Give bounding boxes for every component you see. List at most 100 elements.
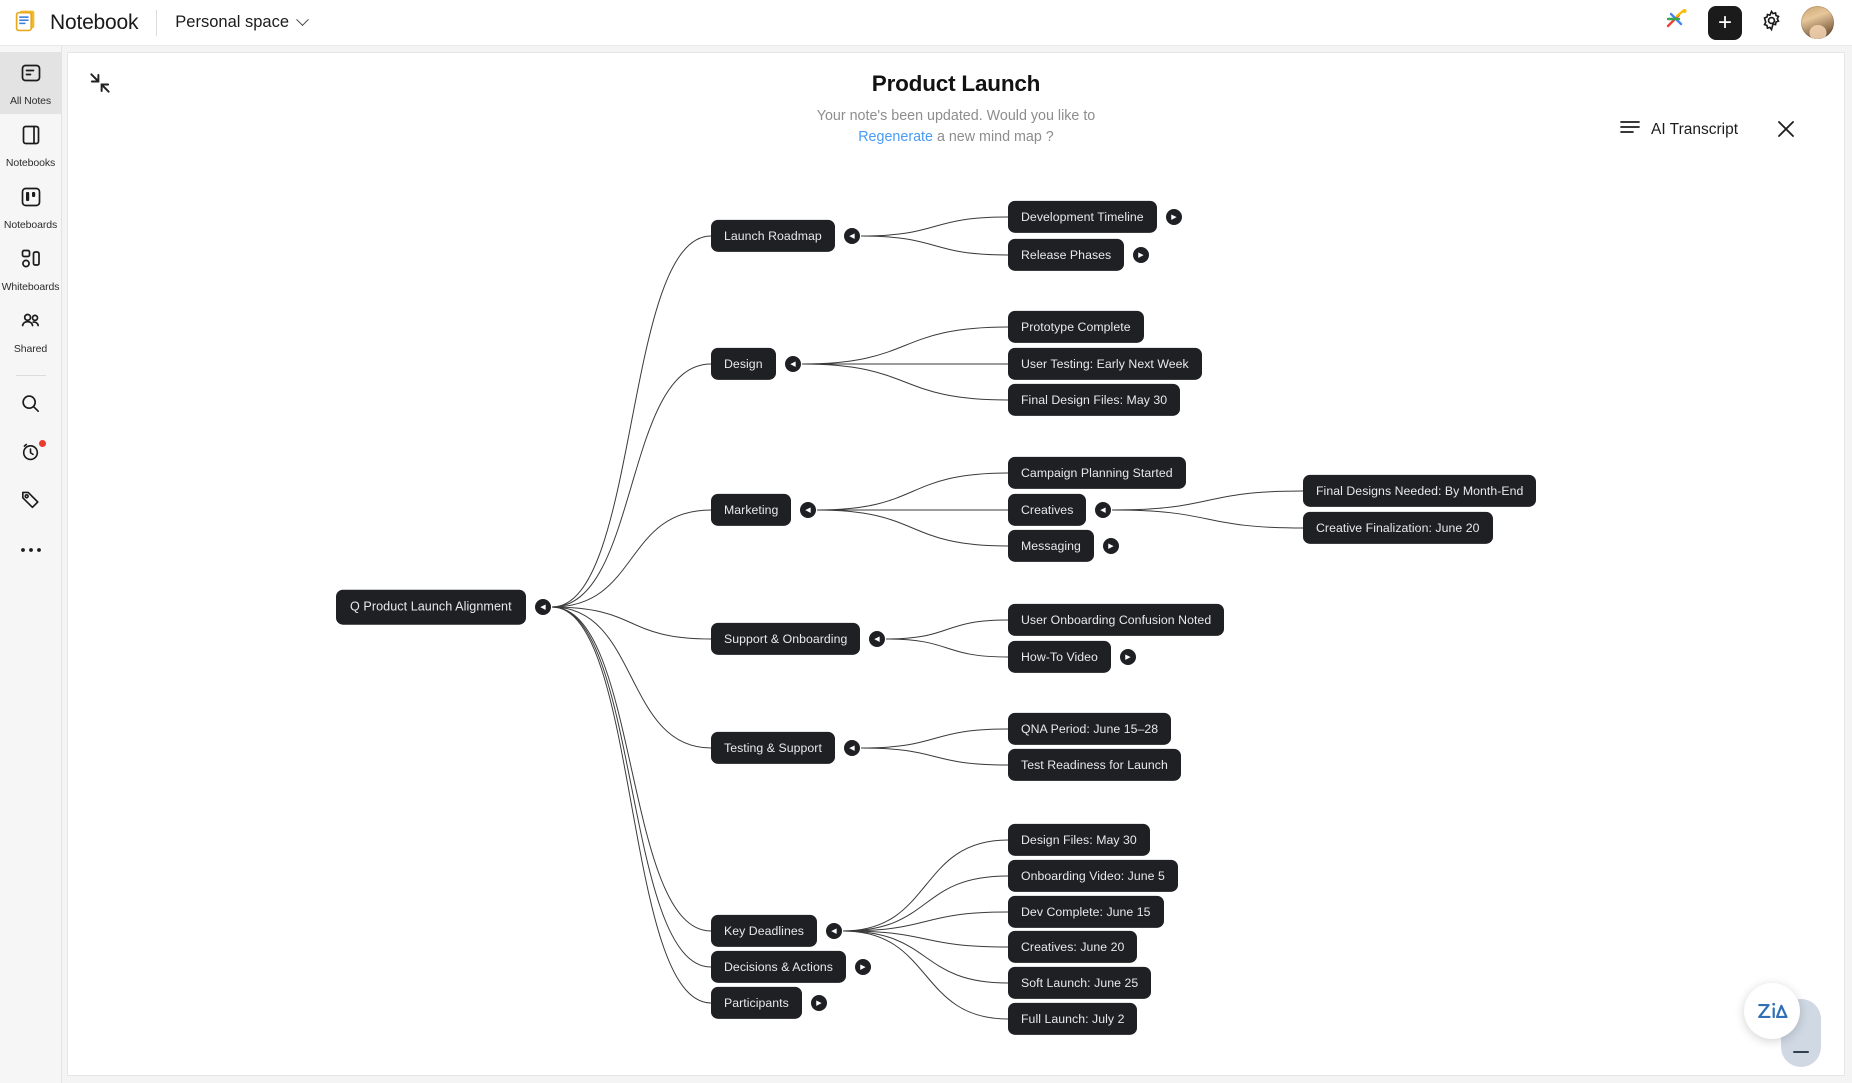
mindmap-node-design-files-may30[interactable]: Design Files: May 30 xyxy=(1008,823,1150,857)
mindmap-toggle-launch-roadmap[interactable]: ◀ xyxy=(844,228,860,244)
reminder-clock-icon xyxy=(19,440,42,468)
mindmap-toggle-key-deadlines[interactable]: ◀ xyxy=(826,923,842,939)
mindmap-node-testing-support[interactable]: Testing & Support xyxy=(711,731,835,765)
regenerate-link[interactable]: Regenerate xyxy=(858,128,933,145)
mindmap-node-prototype-complete[interactable]: Prototype Complete xyxy=(1008,310,1144,344)
mindmap-node-root[interactable]: Q Product Launch Alignment xyxy=(336,589,526,625)
brand[interactable]: Notebook xyxy=(0,8,138,38)
mindmap-node-label: Decisions & Actions xyxy=(724,959,833,974)
mindmap-edge xyxy=(551,606,712,968)
notification-badge xyxy=(38,440,46,447)
sidebar-item-all-notes[interactable]: All Notes xyxy=(0,52,62,114)
mindmap-toggle-development-timeline[interactable]: ▶ xyxy=(1166,209,1182,225)
transcript-lines-icon xyxy=(1620,119,1640,140)
notebook-logo-icon xyxy=(14,8,39,38)
sidebar-item-noteboards[interactable]: Noteboards xyxy=(0,176,62,238)
mindmap-edge xyxy=(842,930,1009,984)
mindmap-edge xyxy=(842,911,1009,932)
mindmap-node-release-phases[interactable]: Release Phases xyxy=(1008,238,1125,272)
mindmap-node-label: Campaign Planning Started xyxy=(1021,465,1173,480)
mindmap-node-label: Participants xyxy=(724,995,789,1010)
mindmap-node-creative-finalization[interactable]: Creative Finalization: June 20 xyxy=(1303,511,1493,545)
mindmap-node-participants[interactable]: Participants xyxy=(711,986,802,1020)
more-dots-icon xyxy=(19,541,43,559)
mindmap-node-label: User Onboarding Confusion Noted xyxy=(1021,612,1212,627)
mindmap-toggle-participants[interactable]: ▶ xyxy=(811,995,827,1011)
collapse-arrows-icon[interactable] xyxy=(87,70,113,96)
sidebar-item-whiteboards[interactable]: Whiteboards xyxy=(0,238,62,300)
mindmap-toggle-how-to-video[interactable]: ▶ xyxy=(1120,649,1136,665)
mindmap-edge xyxy=(885,619,1009,640)
mindmap-toggle-release-phases[interactable]: ▶ xyxy=(1133,247,1149,263)
mindmap-node-support-onboarding[interactable]: Support & Onboarding xyxy=(711,622,861,656)
gear-icon[interactable] xyxy=(1760,9,1783,37)
sidebar-item-shared[interactable]: Shared xyxy=(0,300,62,362)
mindmap-edge xyxy=(551,606,712,932)
mindmap-node-label: Q Product Launch Alignment xyxy=(350,599,512,614)
mindmap-node-soft-launch[interactable]: Soft Launch: June 25 xyxy=(1008,966,1152,1000)
close-icon[interactable] xyxy=(1774,117,1798,141)
mindmap-toggle-marketing[interactable]: ◀ xyxy=(800,502,816,518)
sidebar-item-notebooks[interactable]: Notebooks xyxy=(0,114,62,176)
mindmap-toggle-support-onboarding[interactable]: ◀ xyxy=(869,631,885,647)
mindmap-canvas[interactable]: Product Launch Your note's been updated.… xyxy=(67,52,1845,1076)
sidebar-reminders-button[interactable] xyxy=(0,430,62,478)
mindmap-toggle-design[interactable]: ◀ xyxy=(785,356,801,372)
mindmap-node-label: Marketing xyxy=(724,502,779,517)
mindmap-edge xyxy=(551,235,712,608)
sidebar-more-button[interactable] xyxy=(0,526,62,574)
mindmap-toggle-messaging[interactable]: ▶ xyxy=(1103,538,1119,554)
mindmap-toggle-root[interactable]: ◀ xyxy=(535,599,551,615)
mindmap-node-onboarding-video[interactable]: Onboarding Video: June 5 xyxy=(1008,859,1178,893)
avatar[interactable] xyxy=(1801,6,1834,39)
tag-icon xyxy=(19,488,42,516)
mindmap-node-development-timeline[interactable]: Development Timeline xyxy=(1008,200,1157,234)
mindmap-node-user-testing[interactable]: User Testing: Early Next Week xyxy=(1008,347,1202,381)
mindmap-node-label: Release Phases xyxy=(1021,247,1112,262)
mindmap-node-final-designs-needed[interactable]: Final Designs Needed: By Month-End xyxy=(1303,474,1537,508)
mindmap-node-marketing[interactable]: Marketing xyxy=(711,493,792,527)
mindmap-toggle-decisions-actions[interactable]: ▶ xyxy=(855,959,871,975)
mindmap-node-label: Onboarding Video: June 5 xyxy=(1021,868,1165,883)
mindmap-node-label: Design xyxy=(724,356,763,371)
mindmap-toggle-creatives[interactable]: ◀ xyxy=(1095,502,1111,518)
divider xyxy=(156,9,158,36)
sidebar-divider xyxy=(15,375,46,376)
mindmap-toggle-testing-support[interactable]: ◀ xyxy=(844,740,860,756)
top-bar: Notebook Personal space + xyxy=(0,0,1852,46)
ai-sparkle-icon[interactable] xyxy=(1664,7,1690,38)
ai-transcript-button[interactable]: AI Transcript xyxy=(1620,119,1738,140)
mindmap-node-messaging[interactable]: Messaging xyxy=(1008,529,1094,563)
add-button[interactable]: + xyxy=(1708,5,1742,40)
mindmap-node-test-readiness[interactable]: Test Readiness for Launch xyxy=(1008,748,1181,782)
shared-users-icon xyxy=(19,309,43,338)
mindmap-node-dev-complete[interactable]: Dev Complete: June 15 xyxy=(1008,895,1164,929)
sidebar: All Notes Notebooks Noteboards xyxy=(0,46,62,1083)
mindmap-node-campaign-planning[interactable]: Campaign Planning Started xyxy=(1008,456,1186,490)
mindmap-edge xyxy=(551,606,712,1004)
sidebar-search-button[interactable] xyxy=(0,382,62,430)
mindmap-node-creatives[interactable]: Creatives xyxy=(1008,493,1087,527)
sidebar-item-label: Whiteboards xyxy=(1,281,60,293)
sidebar-tags-button[interactable] xyxy=(0,478,62,526)
mindmap-edge xyxy=(551,606,712,640)
sidebar-item-label: Notebooks xyxy=(5,157,56,169)
mindmap-node-final-design-files[interactable]: Final Design Files: May 30 xyxy=(1008,383,1181,417)
zia-assistant-button[interactable] xyxy=(1744,983,1800,1039)
mindmap-node-design[interactable]: Design xyxy=(711,347,776,381)
mindmap-edge xyxy=(551,363,712,608)
mindmap-node-launch-roadmap[interactable]: Launch Roadmap xyxy=(711,219,835,253)
mindmap-node-decisions-actions[interactable]: Decisions & Actions xyxy=(711,950,846,984)
mindmap-node-qna-period[interactable]: QNA Period: June 15–28 xyxy=(1008,712,1172,746)
mindmap-node-user-onboarding-confusion[interactable]: User Onboarding Confusion Noted xyxy=(1008,603,1225,637)
mindmap-edge xyxy=(551,509,712,608)
ai-transcript-label: AI Transcript xyxy=(1651,120,1738,138)
mindmap-node-creatives-june20[interactable]: Creatives: June 20 xyxy=(1008,930,1138,964)
sidebar-item-label: Noteboards xyxy=(3,219,58,231)
top-bar-actions: + xyxy=(1664,5,1852,40)
minimize-icon xyxy=(1793,1050,1809,1053)
mindmap-node-key-deadlines[interactable]: Key Deadlines xyxy=(711,914,817,948)
mindmap-node-how-to-video[interactable]: How-To Video xyxy=(1008,640,1111,674)
space-selector[interactable]: Personal space xyxy=(175,13,309,32)
mindmap-node-full-launch[interactable]: Full Launch: July 2 xyxy=(1008,1002,1138,1036)
